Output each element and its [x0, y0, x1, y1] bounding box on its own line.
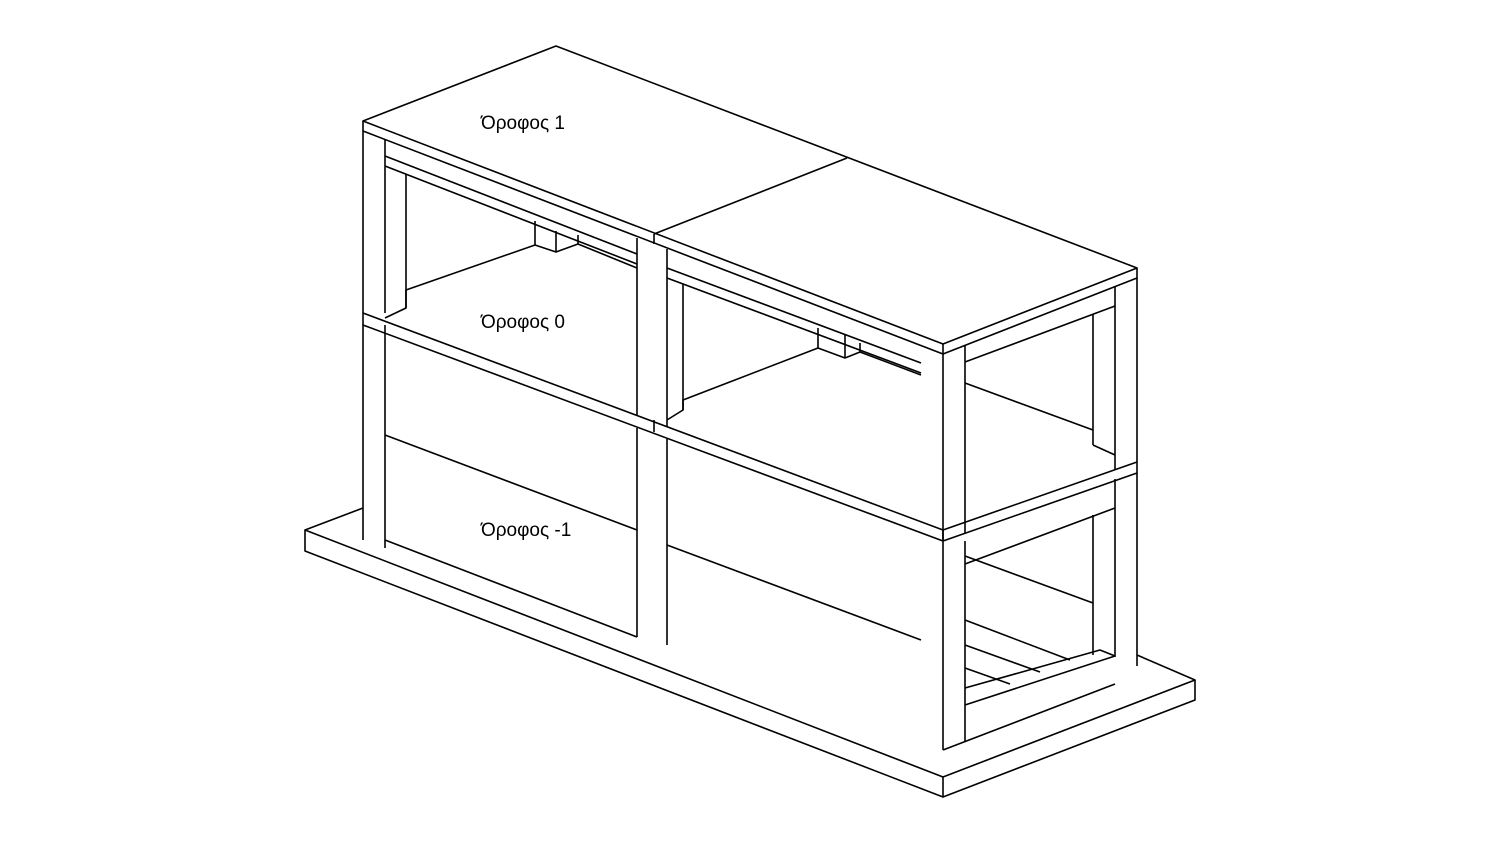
label-floor-minus-1: Όροφος -1: [481, 520, 572, 541]
upper-floor-frame: [384, 155, 1116, 456]
lower-floor-frame: [384, 434, 1116, 751]
roof-slab: [362, 45, 1138, 355]
foundation-slab: [304, 507, 1196, 798]
floor-0-slab: [362, 312, 1138, 542]
label-floor-1: Όροφος 1: [481, 113, 565, 134]
label-floor-0: Όροφος 0: [481, 312, 565, 333]
